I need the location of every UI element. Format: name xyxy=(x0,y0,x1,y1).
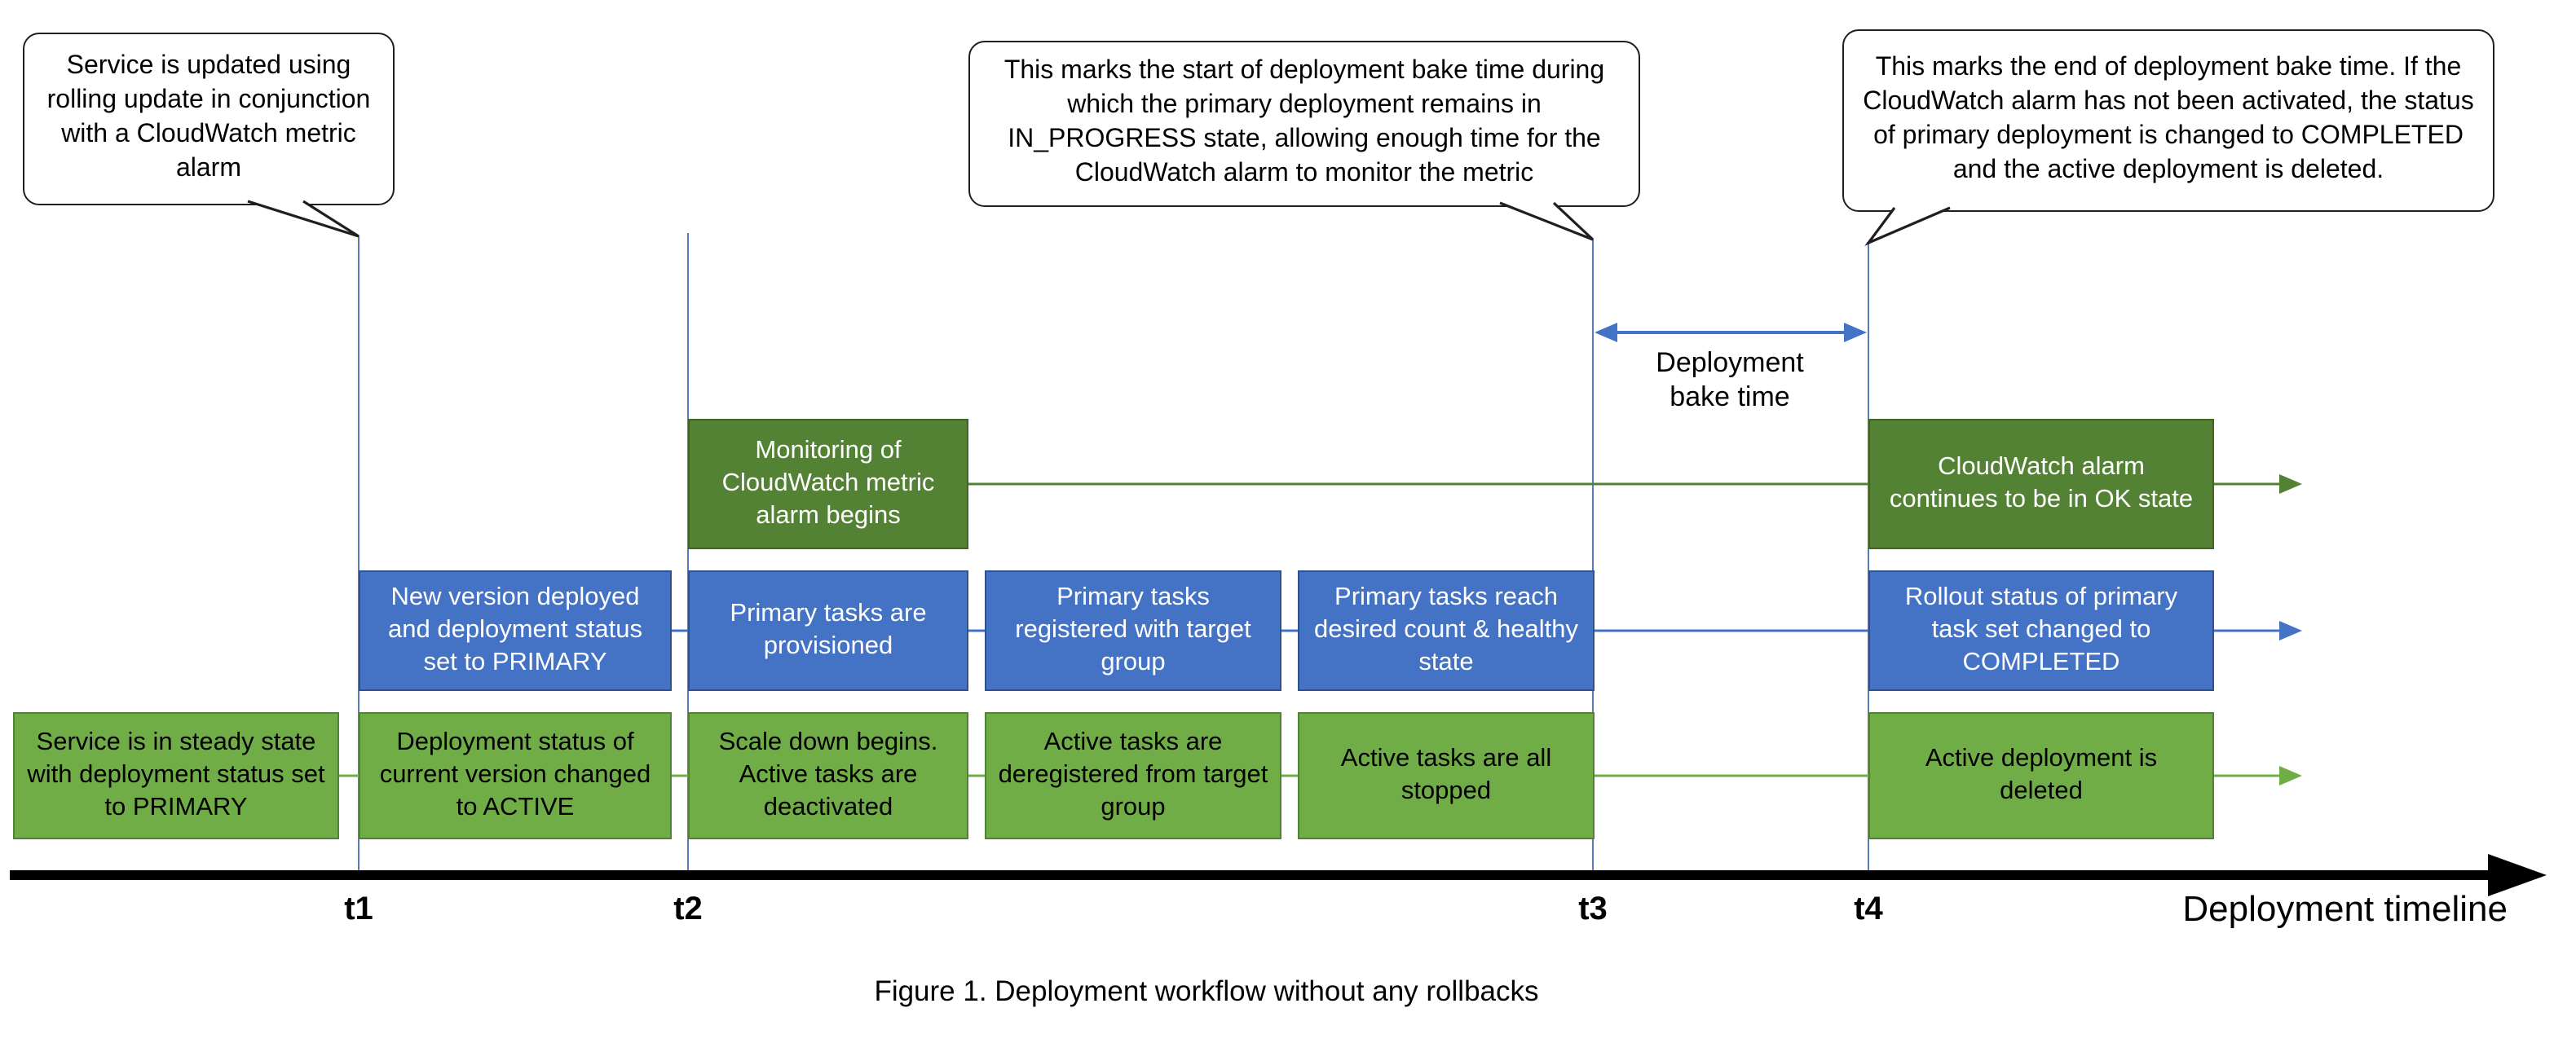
callout-bake-time-start: This marks the start of deployment bake … xyxy=(968,41,1640,207)
box-primary-healthy: Primary tasks reach desired count & heal… xyxy=(1298,570,1595,691)
box-status-active: Deployment status of current version cha… xyxy=(359,712,672,839)
box-steady-state: Service is in steady state with deployme… xyxy=(13,712,339,839)
bake-time-label: Deployment bake time xyxy=(1656,347,1804,413)
box-cloudwatch-ok-state: CloudWatch alarm continues to be in OK s… xyxy=(1868,419,2214,549)
callout-bake-start-pointer xyxy=(1499,201,1595,241)
tick-label-t3: t3 xyxy=(1578,891,1608,927)
callout-rolling-update: Service is updated using rolling update … xyxy=(23,33,395,205)
figure-caption: Figure 1. Deployment workflow without an… xyxy=(874,975,1539,1007)
tick-label-t2: t2 xyxy=(673,891,703,927)
box-primary-provisioned: Primary tasks are provisioned xyxy=(688,570,968,691)
box-primary-registered: Primary tasks registered with target gro… xyxy=(985,570,1281,691)
callout-rolling-update-pointer xyxy=(247,200,359,238)
box-active-deregistered: Active tasks are deregistered from targe… xyxy=(985,712,1281,839)
timeline-label: Deployment timeline xyxy=(2182,888,2508,929)
callout-bake-time-end: This marks the end of deployment bake ti… xyxy=(1842,29,2494,212)
callout-bake-end-pointer xyxy=(1864,206,1951,246)
box-active-deleted: Active deployment is deleted xyxy=(1868,712,2214,839)
bake-time-arrow xyxy=(1595,323,1867,342)
tick-label-t4: t4 xyxy=(1854,891,1883,927)
box-rollout-completed: Rollout status of primary task set chang… xyxy=(1868,570,2214,691)
box-new-version-primary: New version deployed and deployment stat… xyxy=(359,570,672,691)
box-active-stopped: Active tasks are all stopped xyxy=(1298,712,1595,839)
box-monitoring-begins: Monitoring of CloudWatch metric alarm be… xyxy=(688,419,968,549)
box-scale-down: Scale down begins. Active tasks are deac… xyxy=(688,712,968,839)
tick-label-t1: t1 xyxy=(344,891,373,927)
